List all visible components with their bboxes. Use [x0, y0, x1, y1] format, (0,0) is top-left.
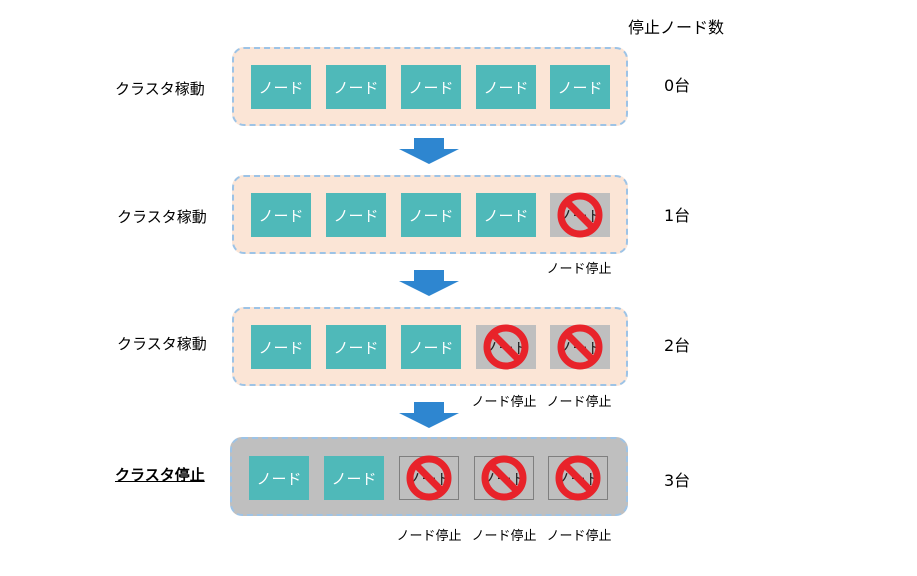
- row-3-stopped-count: 2台: [664, 336, 691, 355]
- node-3: ノード: [401, 325, 461, 369]
- prohibited-icon: [557, 324, 603, 370]
- row-1-stopped-count: 0台: [664, 76, 691, 95]
- cluster-row-3: ノード ノード ノード ノード ノード: [232, 307, 628, 386]
- node-3: ノード: [401, 193, 461, 237]
- cluster-row-2: ノード ノード ノード ノード ノード: [232, 175, 628, 254]
- node-stopped-label: ノード停止: [546, 395, 612, 410]
- node-1: ノード: [251, 193, 311, 237]
- node-stopped-label: ノード停止: [396, 529, 462, 544]
- node-stopped-label: ノード停止: [471, 529, 537, 544]
- node-stopped-label: ノード停止: [471, 395, 537, 410]
- prohibited-icon: [481, 455, 527, 501]
- node-2: ノード: [324, 456, 384, 500]
- node-stopped-label: ノード停止: [546, 529, 612, 544]
- prohibited-icon: [483, 324, 529, 370]
- cluster-row-4: ノード ノード ノード ノード ノード: [230, 437, 628, 516]
- down-arrow-icon: [399, 270, 459, 296]
- node-2: ノード: [326, 65, 386, 109]
- node-2: ノード: [326, 325, 386, 369]
- row-1-cluster-status: クラスタ稼動: [115, 80, 205, 98]
- node-5-stopped: ノード: [550, 192, 610, 238]
- row-4-stopped-count: 3台: [664, 471, 691, 490]
- node-1: ノード: [251, 65, 311, 109]
- prohibited-icon: [406, 455, 452, 501]
- node-2: ノード: [326, 193, 386, 237]
- row-2-stopped-count: 1台: [664, 206, 691, 225]
- node-stopped-label: ノード停止: [546, 262, 612, 277]
- cluster-row-1: ノード ノード ノード ノード ノード: [232, 47, 628, 126]
- node-4: ノード: [476, 193, 536, 237]
- down-arrow-icon: [399, 402, 459, 428]
- node-4: ノード: [476, 65, 536, 109]
- node-5-stopped: ノード: [550, 324, 610, 370]
- row-3-cluster-status: クラスタ稼動: [117, 335, 207, 353]
- row-4-cluster-status: クラスタ停止: [115, 466, 205, 484]
- prohibited-icon: [557, 192, 603, 238]
- down-arrow-icon: [399, 138, 459, 164]
- prohibited-icon: [555, 455, 601, 501]
- node-4-stopped: ノード: [476, 324, 536, 370]
- node-4-stopped: ノード: [474, 455, 534, 501]
- node-5: ノード: [550, 65, 610, 109]
- node-1: ノード: [251, 325, 311, 369]
- row-2-cluster-status: クラスタ稼動: [117, 208, 207, 226]
- stopped-node-count-header: 停止ノード数: [628, 18, 725, 37]
- node-3-stopped: ノード: [399, 455, 459, 501]
- node-1: ノード: [249, 456, 309, 500]
- node-3: ノード: [401, 65, 461, 109]
- node-5-stopped: ノード: [548, 455, 608, 501]
